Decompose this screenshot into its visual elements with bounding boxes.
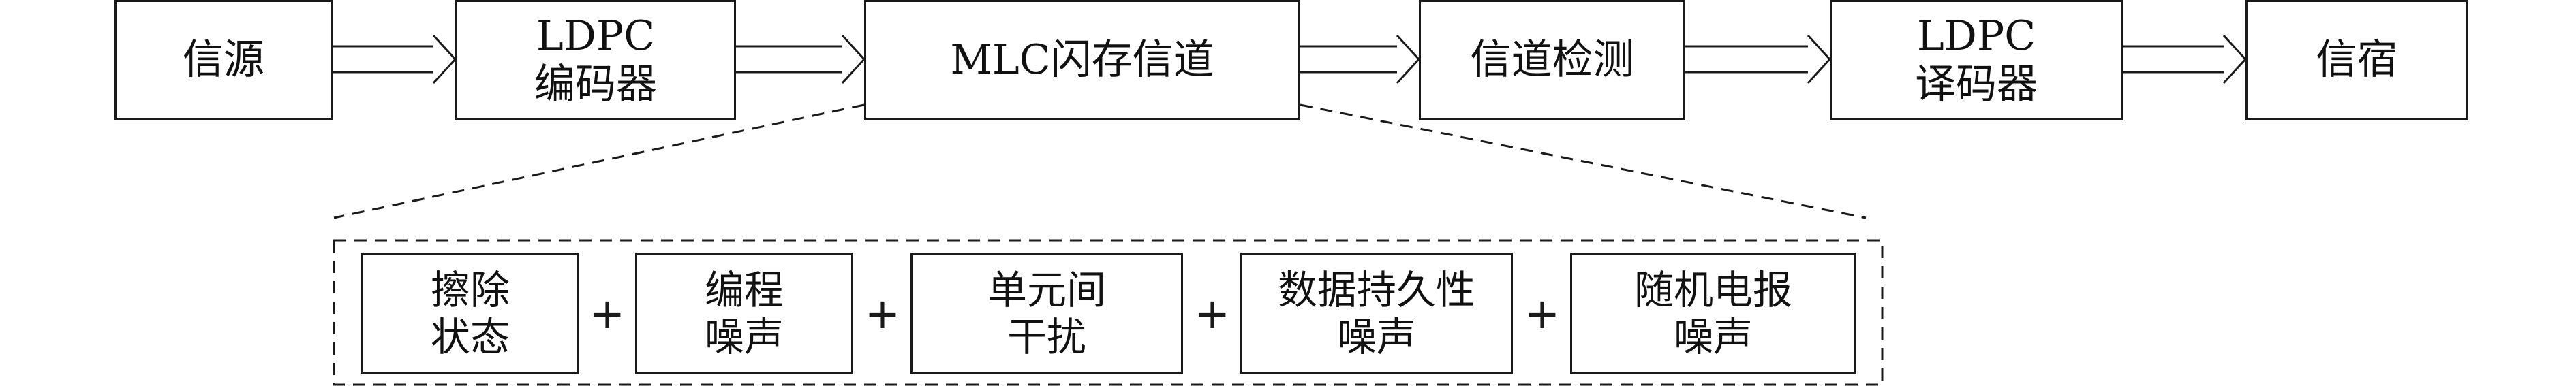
arrow-detection-to-decoder <box>1685 34 1832 84</box>
arrow-source-to-encoder <box>333 34 457 84</box>
signal-sink-label: 信宿 <box>2316 36 2398 84</box>
channel-detection-label: 信道检测 <box>1470 36 1634 84</box>
ldpc-encoder-box: LDPC 编码器 <box>455 0 736 120</box>
random-telegraph-noise-label: 随机电报 噪声 <box>1634 267 1792 360</box>
plus-sign: + <box>589 288 625 338</box>
zoom-lines <box>333 103 1867 219</box>
arrow-encoder-to-channel <box>736 34 866 84</box>
signal-source-label: 信源 <box>183 36 264 84</box>
plus-sign: + <box>865 288 900 338</box>
noise-components-container <box>333 239 1884 386</box>
data-retention-noise-label: 数据持久性 噪声 <box>1277 267 1475 360</box>
arrow-channel-to-detection <box>1300 34 1421 84</box>
plus-sign: + <box>1195 288 1230 338</box>
signal-source-box: 信源 <box>114 0 333 120</box>
program-noise-label: 编程 噪声 <box>704 267 784 360</box>
erase-state-label: 擦除 状态 <box>430 267 510 360</box>
mlc-flash-channel-label: MLC闪存信道 <box>950 36 1214 84</box>
program-noise-box: 编程 噪声 <box>635 253 853 374</box>
channel-detection-box: 信道检测 <box>1419 0 1685 120</box>
erase-state-box: 擦除 状态 <box>361 253 579 374</box>
plus-sign: + <box>1524 288 1560 338</box>
cell-interference-label: 单元间 干扰 <box>987 267 1106 360</box>
signal-sink-box: 信宿 <box>2245 0 2468 120</box>
mlc-flash-channel-box: MLC闪存信道 <box>864 0 1300 120</box>
ldpc-decoder-label: LDPC 译码器 <box>1915 12 2038 108</box>
random-telegraph-noise-box: 随机电报 噪声 <box>1570 253 1856 374</box>
data-retention-noise-box: 数据持久性 噪声 <box>1240 253 1513 374</box>
ldpc-encoder-label: LDPC 编码器 <box>534 12 657 108</box>
ldpc-decoder-box: LDPC 译码器 <box>1830 0 2123 120</box>
arrow-decoder-to-sink <box>2123 34 2248 84</box>
cell-interference-box: 单元间 干扰 <box>910 253 1183 374</box>
